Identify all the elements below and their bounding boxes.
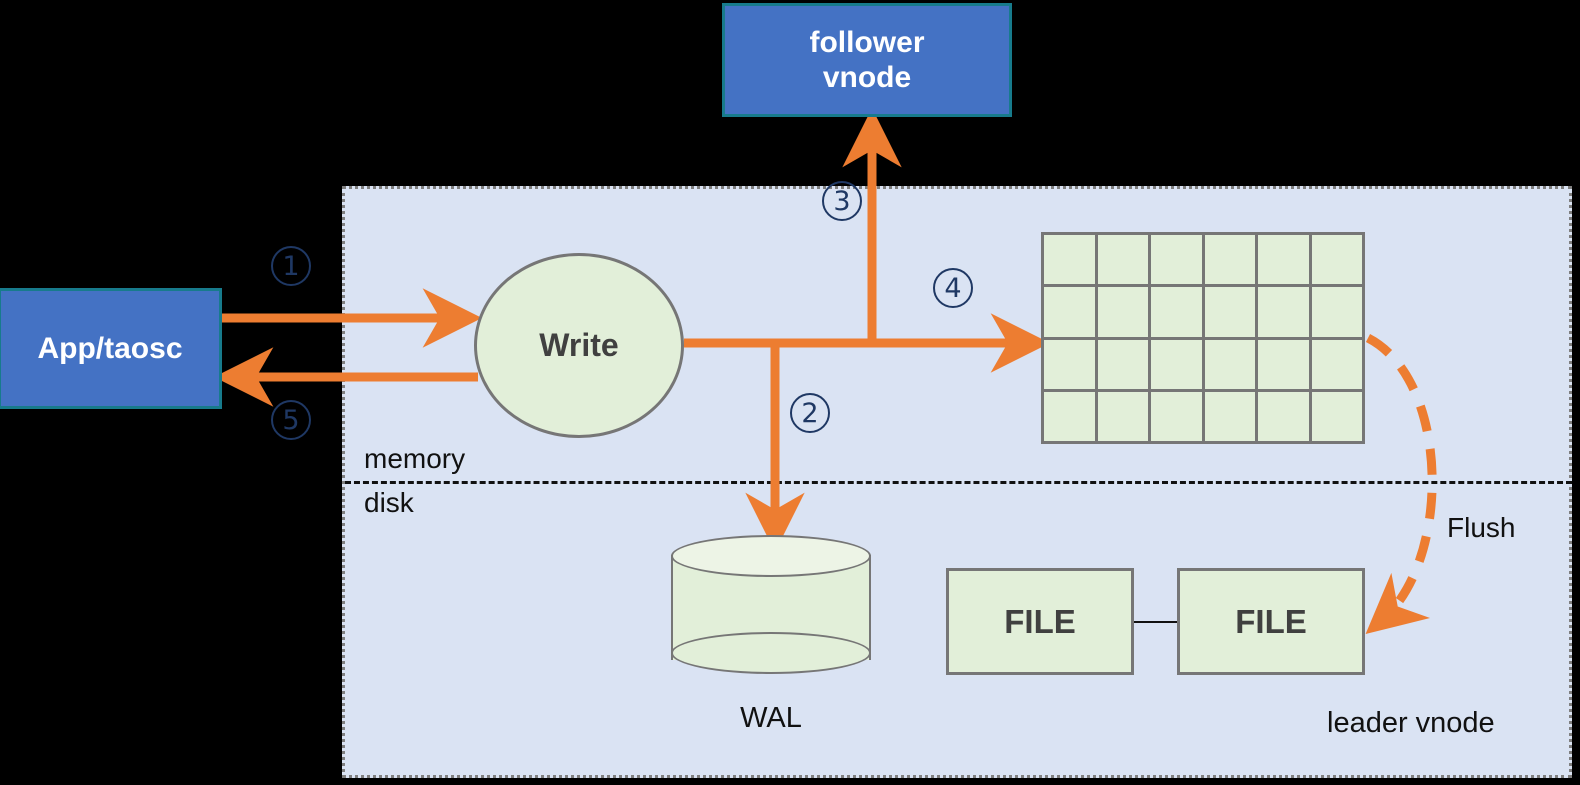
file-connector-line bbox=[1134, 621, 1177, 623]
memtable-cell bbox=[1204, 391, 1255, 441]
memtable-cell bbox=[1097, 391, 1148, 441]
memtable-cell bbox=[1258, 391, 1309, 441]
memtable-cell bbox=[1151, 339, 1202, 389]
leader-vnode-label: leader vnode bbox=[1327, 707, 1495, 739]
file-box-1[interactable]: FILE bbox=[946, 568, 1134, 675]
memory-label: memory bbox=[364, 443, 466, 474]
memtable-cell bbox=[1204, 235, 1255, 285]
follower-vnode-label-line1: follower bbox=[809, 25, 925, 59]
memtable-cell bbox=[1044, 391, 1095, 441]
step-badge-5: 5 bbox=[271, 400, 311, 440]
wal-cylinder-top-cap bbox=[671, 535, 871, 577]
memtable-cell bbox=[1311, 235, 1362, 285]
wal-cylinder[interactable] bbox=[671, 535, 871, 674]
memtable-cell bbox=[1044, 287, 1095, 337]
memtable-cell bbox=[1311, 287, 1362, 337]
memtable-cell bbox=[1151, 287, 1202, 337]
memtable-cell bbox=[1258, 339, 1309, 389]
memtable-cell bbox=[1258, 235, 1309, 285]
memory-disk-divider bbox=[345, 481, 1572, 484]
memtable-cell bbox=[1151, 235, 1202, 285]
memtable-cell bbox=[1151, 391, 1202, 441]
memtable-cell bbox=[1044, 235, 1095, 285]
follower-vnode-node[interactable]: follower vnode bbox=[722, 3, 1012, 117]
wal-cylinder-bottom-cap bbox=[671, 632, 871, 674]
memtable-cell bbox=[1311, 339, 1362, 389]
write-node[interactable]: Write bbox=[474, 253, 684, 438]
flush-label: Flush bbox=[1447, 512, 1516, 543]
file-box-2[interactable]: FILE bbox=[1177, 568, 1365, 675]
step-badge-4: 4 bbox=[933, 268, 973, 308]
memtable-cell bbox=[1097, 235, 1148, 285]
memtable-cell bbox=[1258, 287, 1309, 337]
app-taosc-node[interactable]: App/taosc bbox=[0, 288, 222, 409]
step-badge-1: 1 bbox=[271, 246, 311, 286]
memtable-cell bbox=[1204, 287, 1255, 337]
memtable-grid[interactable] bbox=[1041, 232, 1365, 444]
wal-label: WAL bbox=[740, 702, 802, 734]
memtable-cell bbox=[1311, 391, 1362, 441]
follower-vnode-label-line2: vnode bbox=[822, 61, 912, 94]
step-badge-3: 3 bbox=[822, 181, 862, 221]
memtable-cell bbox=[1097, 339, 1148, 389]
step-badge-2: 2 bbox=[790, 393, 830, 433]
disk-label: disk bbox=[364, 487, 414, 518]
memtable-cell bbox=[1204, 339, 1255, 389]
memtable-cell bbox=[1044, 339, 1095, 389]
memtable-cell bbox=[1097, 287, 1148, 337]
